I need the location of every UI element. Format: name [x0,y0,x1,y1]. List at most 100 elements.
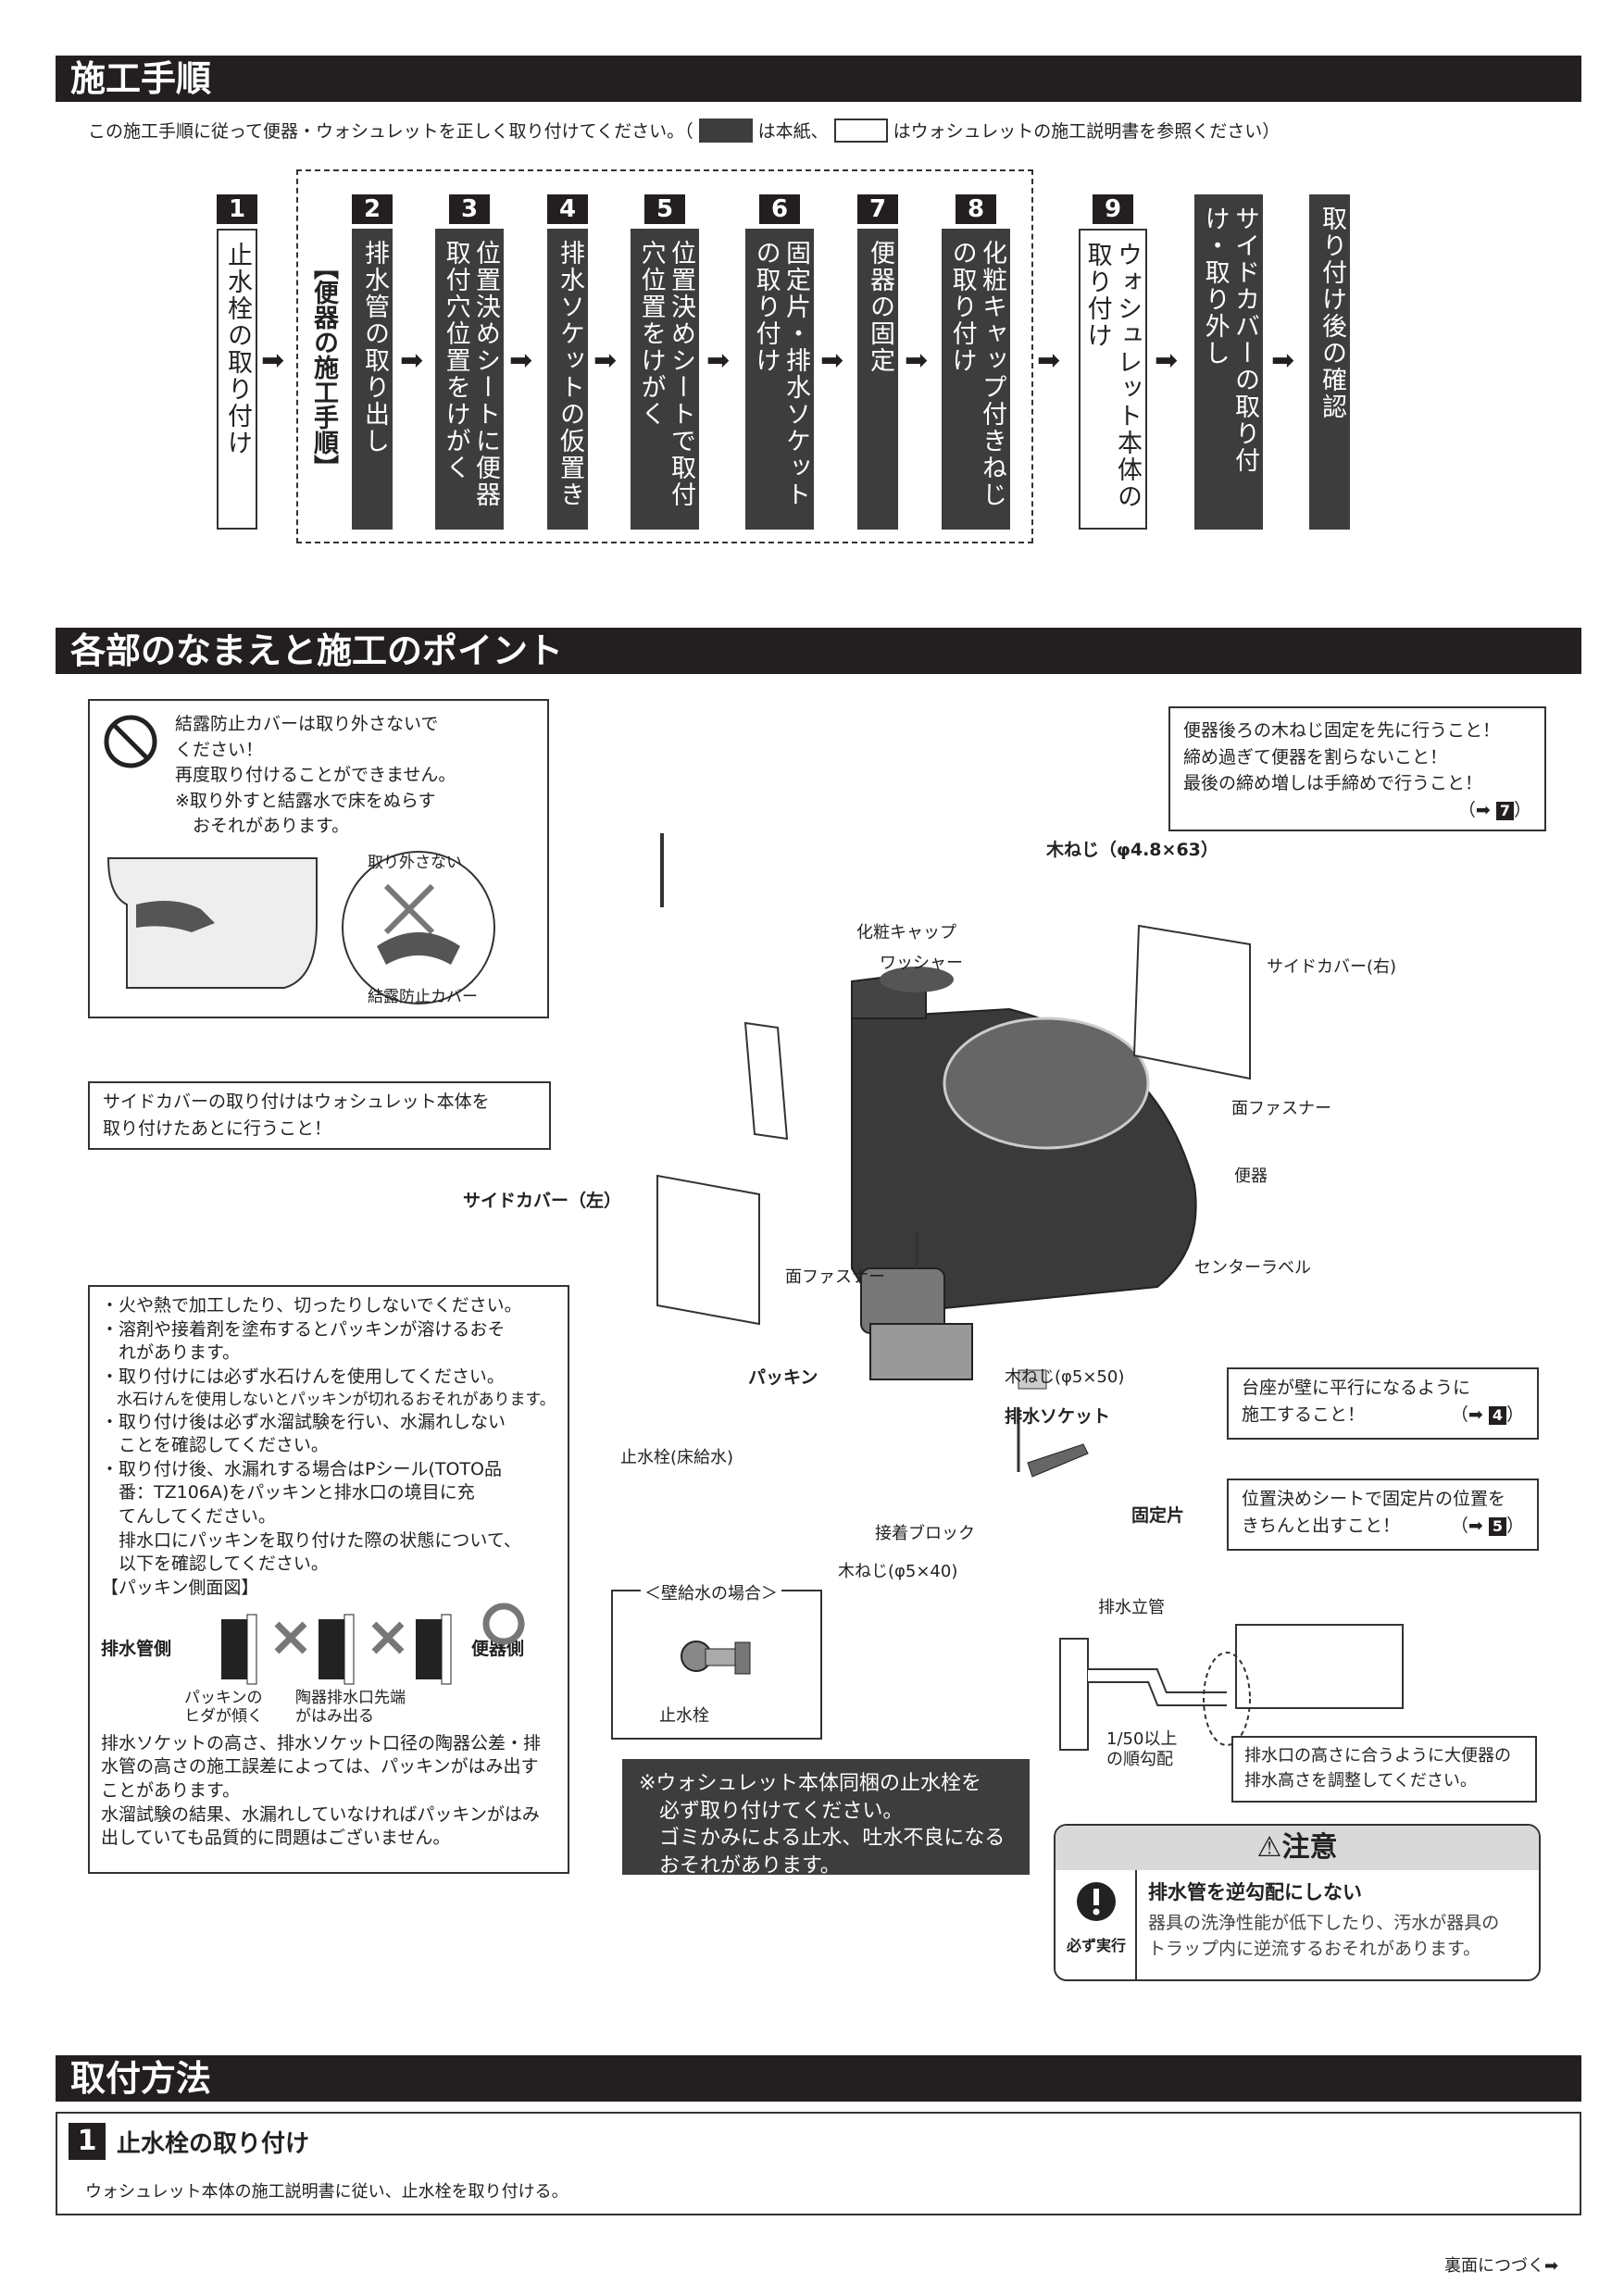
white-swatch [833,118,888,143]
toilet-exploded-diagram [656,833,1251,1478]
must-do-panel: 必ず実行 [1056,1870,1137,1979]
step-box-5: 位置決めシートで取付穴位置をけがく [631,229,699,530]
arrow-right-icon: ➡ [1271,344,1295,377]
step-number-5: 5 [644,194,685,224]
step-box-1: 止水栓の取り付け [217,229,257,530]
line: ゴミかみによる止水、吐水不良になる [639,1827,1006,1851]
arrow-right-icon: ➡ [1155,344,1179,377]
dark-swatch [698,118,753,143]
label-face-fastener: 面ファスナー [1231,1099,1331,1118]
step-box-7: 便器の固定 [857,229,898,530]
bowl-side-label: 便器側 [471,1638,525,1659]
step-number-1: 1 [217,194,257,224]
line: 出していても品質的に問題はございません。 [101,1828,451,1849]
arrow-right-icon: ➡ [1544,2256,1559,2276]
wall-supply-label: ＜壁給水の場合＞ [641,1580,781,1604]
line: サイドカバーの取り付けはウォシュレット本体を [103,1092,490,1112]
intro-before: この施工手順に従って便器・ウォシュレットを正しく取り付けてください。（ [88,121,693,142]
step-number-8: 8 [956,194,996,224]
line: ・火や熱で加工したり、切ったりしないでください。 [101,1295,522,1316]
packing-diagrams [221,1614,452,1685]
label-bowl: 便器 [1234,1167,1268,1186]
line: 台座が壁に平行になるように [1242,1378,1471,1398]
line: 排水口にパッキンを取り付けた際の状態について、 [101,1529,521,1551]
label-adhesive-block: 接着ブロック [875,1524,975,1543]
arrow-right-icon: ➡ [593,344,618,377]
section-title-parts: 各部のなまえと施工のポイント [56,628,1581,674]
label-packing: パッキン [748,1367,818,1388]
line: ことがあります。 [101,1779,241,1801]
toilet-side-illustration [106,857,318,989]
install-step-number: 1 [69,2123,106,2160]
stop-valve-notice: ※ウォシュレット本体同梱の止水栓を 必ず取り付けてください。 ゴミかみによる止水… [622,1759,1030,1878]
line: おそれがあります。 [639,1854,841,1878]
line: ことを確認してください。 [101,1435,329,1456]
line: てんしてください。 [101,1506,276,1528]
line: ・溶剤や接着剤を塗布するとパッキンが溶けるおそ [101,1318,506,1340]
drain-height-callout: 排水口の高さに合うように大便器の 排水高さを調整してください。 [1231,1736,1537,1803]
group-label: 【便器の施工手順】 [309,255,338,480]
packing-note-box: ・火や熱で加工したり、切ったりしないでください。 ・溶剤や接着剤を塗布するとパッ… [88,1285,569,1874]
label-face-fastener-2: 面ファスナー [785,1267,885,1287]
label-side-cover-right: サイドカバー(右) [1267,957,1397,977]
line: 便器後ろの木ねじ固定を先に行うこと！ [1183,720,1501,741]
step-box-2: 排水管の取り出し [352,229,393,530]
line: ・取り付けには必ず水石けんを使用してください。 [101,1366,505,1387]
prohibited-icon [104,715,157,768]
line: 排水高さを調整してください。 [1244,1771,1477,1791]
side-view-label: 【パッキン側面図】 [101,1577,259,1598]
fixing-callout: 位置決めシートで固定片の位置を きちんと出すこと！（➡ 5） [1227,1479,1539,1551]
line: 位置決めシートで固定片の位置を [1242,1489,1506,1509]
cover-detail-illustration [342,851,495,1004]
step-box-9: ウォシュレット本体の取り付け [1079,229,1147,530]
intro-dark-note: は本紙、 [757,121,829,142]
arrow-right-icon: ➡ [706,344,731,377]
caution-heading: 排水管を逆勾配にしない [1148,1881,1362,1903]
arrow-right-icon: ➡ [820,344,844,377]
line: 器具の洗浄性能が低下したり、汚水が器具の [1148,1913,1500,1933]
ok-circle-icon [482,1603,525,1645]
base-callout: 台座が壁に平行になるように 施工すること！（➡ 4） [1227,1367,1539,1440]
caution-header: ⚠注意 [1056,1826,1539,1870]
packing-side-diagrams: 排水管側 便器側 パッキンの ヒダが傾く 陶器排水口先端 がはみ出る [101,1601,556,1732]
ref-badge: 5 [1488,1516,1506,1536]
line: 水溜試験の結果、水漏れしていなければパッキンがはみ [101,1803,540,1825]
line: 水管の高さの施工誤差によっては、パッキンがはみ出す [101,1756,539,1778]
install-step-1: 1 止水栓の取り付け ウォシュレット本体の施工説明書に従い、止水栓を取り付ける。 [56,2112,1581,2215]
label-wood-screw-40: 木ねじ(φ5×40) [838,1562,958,1581]
pipe-side-label: 排水管側 [101,1638,172,1659]
remove-not-label: 取り外さない [368,854,462,872]
line: 締め過ぎて便器を割らないこと！ [1183,746,1448,767]
arrow-right-icon: ➡ [905,344,929,377]
footer-continue: 裏面につづく➡ [1444,2252,1558,2277]
side-cover-callout: サイドカバーの取り付けはウォシュレット本体を 取り付けたあとに行うこと！ [88,1081,551,1150]
line: トラップ内に逆流するおそれがあります。 [1148,1938,1481,1959]
label-wood-screw-50: 木ねじ(φ5×50) [1005,1367,1125,1387]
caution-box: ⚠注意 必ず実行 排水管を逆勾配にしない 器具の洗浄性能が低下したり、汚水が器具… [1054,1824,1541,1981]
label-cap: 化粧キャップ [856,923,956,942]
arrow-right-icon: ➡ [509,344,533,377]
step-number-3: 3 [449,194,490,224]
line: 水石けんを使用しないとパッキンが切れるおそれがあります。 [101,1390,556,1409]
cover-label: 結露防止カバー [368,988,478,1006]
wall-supply-box: ＜壁給水の場合＞ 止水栓 [611,1580,822,1740]
ref-line: （➡ 7） [1457,799,1531,820]
intro-white-note: はウォシュレットの施工説明書を参照ください） [893,121,1280,142]
label-slope: 1/50以上 の順勾配 [1106,1729,1178,1769]
line: 排水口の高さに合うように大便器の [1244,1746,1511,1766]
label-stop-valve-floor: 止水栓(床給水) [620,1448,734,1467]
step-number-4: 4 [547,194,588,224]
install-step-body: ウォシュレット本体の施工説明書に従い、止水栓を取り付ける。 [85,2182,568,2202]
install-step-title: 止水栓の取り付け [117,2130,310,2158]
line: 取り付けたあとに行うこと！ [103,1117,332,1139]
step-number-2: 2 [352,194,393,224]
line: 必ず取り付けてください。 [639,1799,904,1823]
line: おそれがあります。 [175,816,350,837]
condensation-note-box: 結露防止カバーは取り外さないで ください！ 再度取り付けることができません。 ※… [88,699,549,1018]
ref-badge: 7 [1495,801,1514,820]
label-fixing-piece: 固定片 [1131,1505,1185,1526]
protrude-label: 陶器排水口先端 がはみ出る [295,1688,406,1727]
step-box-4: 排水ソケットの仮置き [547,229,588,530]
line: ※ウォシュレット本体同梱の止水栓を [639,1772,981,1795]
step-box-side-cover: サイドカバーの取り付け・取り外し [1194,194,1263,530]
